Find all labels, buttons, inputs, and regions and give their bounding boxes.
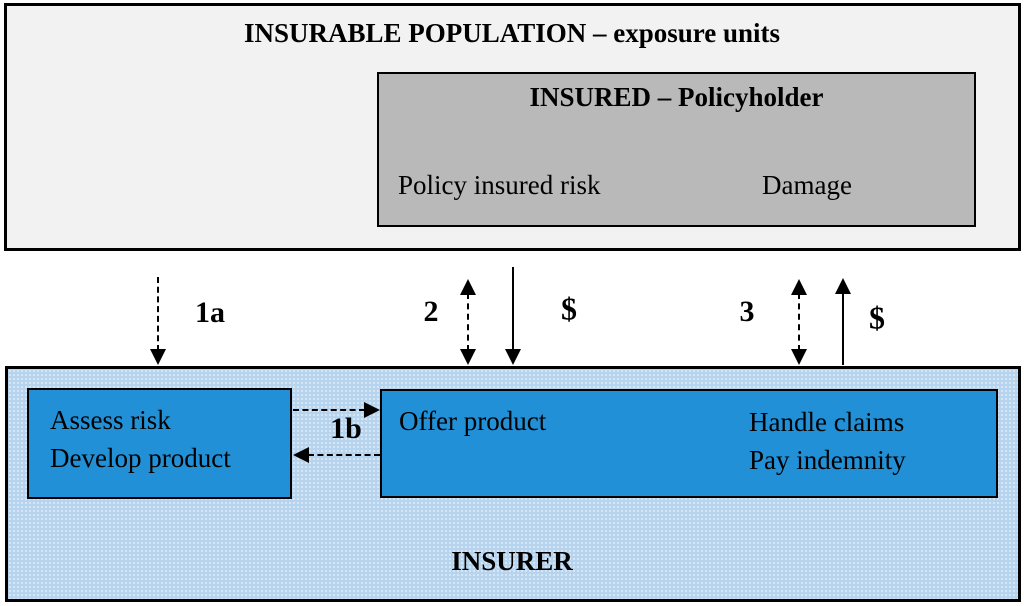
flow-1b-left-line (308, 454, 380, 456)
premium-dollar-label: $ (561, 290, 577, 327)
assess-risk-label: Assess risk (50, 405, 171, 435)
flow-1b-label: 1b (330, 412, 362, 445)
flow-2-arrow-line (467, 293, 469, 351)
flow-1b-arrowhead-left-icon (293, 447, 309, 463)
premium-arrow-line (512, 267, 514, 351)
indemnity-arrowhead-up-icon (835, 278, 851, 294)
indemnity-dollar-label: $ (869, 299, 885, 336)
assess-risk-box: Assess risk Develop product (27, 388, 292, 499)
insured-title: INSURED – Policyholder (529, 82, 824, 112)
flow-1b-arrowhead-right-icon (364, 402, 380, 418)
flow-1a-arrowhead-down-icon (150, 349, 166, 365)
insurer-title: INSURER (451, 546, 573, 576)
offer-product-box: Offer product Handle claims Pay indemnit… (380, 389, 998, 498)
flow-3-arrowhead-up-icon (791, 279, 807, 295)
flow-3-label: 3 (739, 295, 755, 328)
flow-2-arrowhead-down-icon (460, 349, 476, 365)
insurable-population-title: INSURABLE POPULATION – exposure units (243, 18, 781, 48)
flow-3-arrow-line (798, 293, 800, 351)
flow-1a-label: 1a (195, 296, 225, 329)
flow-2-arrowhead-up-icon (460, 279, 476, 295)
flow-3-arrowhead-down-icon (791, 349, 807, 365)
flow-1b-right-line (293, 409, 365, 411)
insured-box (377, 72, 976, 227)
damage-label: Damage (762, 170, 852, 200)
develop-product-label: Develop product (50, 443, 231, 473)
pay-indemnity-label: Pay indemnity (749, 445, 906, 475)
policy-insured-risk-label: Policy insured risk (398, 170, 601, 200)
premium-arrowhead-down-icon (505, 349, 521, 365)
offer-product-label: Offer product (399, 406, 547, 436)
flow-1a-arrow-line (157, 277, 159, 351)
indemnity-arrow-line (842, 292, 844, 365)
flow-2-label: 2 (423, 295, 439, 328)
handle-claims-label: Handle claims (749, 407, 905, 437)
